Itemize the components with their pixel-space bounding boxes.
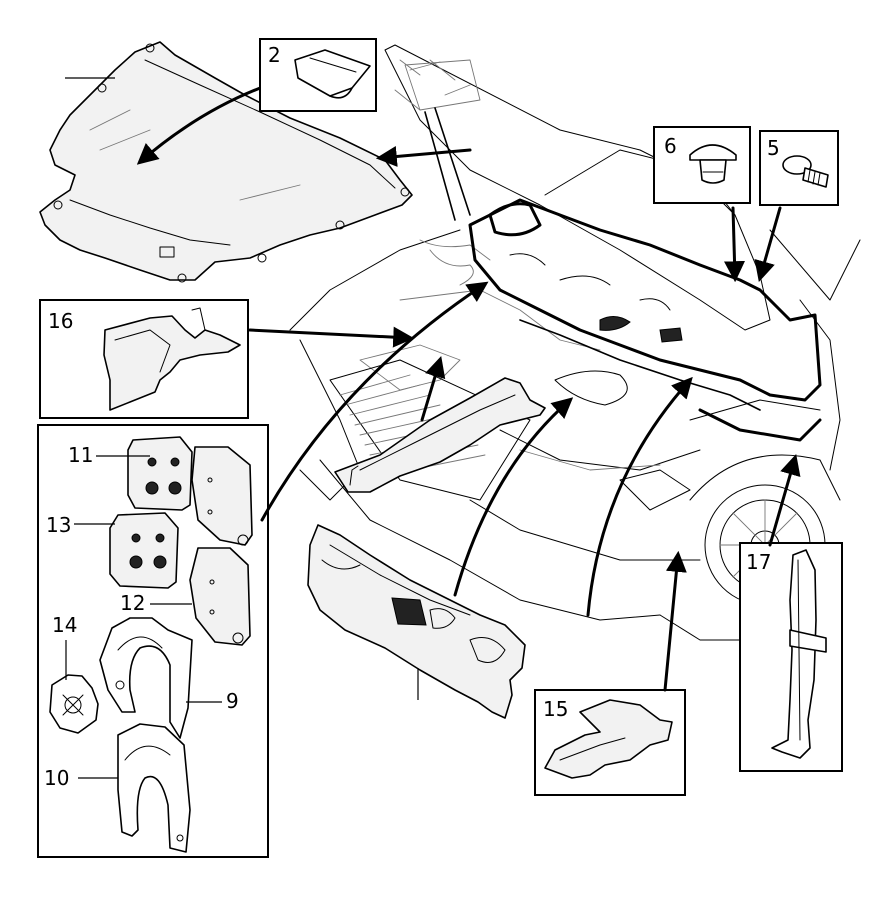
firewall-insulation-exploded xyxy=(307,524,526,719)
air-intake-duct xyxy=(334,377,546,493)
arrow-duct xyxy=(420,355,446,422)
arrow-17 xyxy=(768,453,801,547)
insulation-pad-13-icon xyxy=(109,512,179,589)
seal-strip-17-icon xyxy=(771,549,817,759)
arrow-firewall xyxy=(453,397,574,597)
callout-15: 15 xyxy=(543,697,568,721)
callout-5: 5 xyxy=(767,136,780,160)
callout-12: 12 xyxy=(120,591,145,615)
part-17-box: 17 xyxy=(739,542,843,772)
air-duct-15-icon xyxy=(544,699,673,779)
arrow-duct-right xyxy=(586,376,693,617)
callout-17: 17 xyxy=(746,550,771,574)
callout-10: 10 xyxy=(44,766,69,790)
insulation-pad-12-icon xyxy=(189,547,251,646)
part-2-box: 2 xyxy=(259,38,377,112)
part-5-box: 5 xyxy=(759,130,839,206)
arrow-15 xyxy=(663,550,687,692)
callout-13: 13 xyxy=(46,513,71,537)
callout-2: 2 xyxy=(268,43,281,67)
part-15-box: 15 xyxy=(534,689,686,796)
push-rivet-icon xyxy=(689,144,737,161)
air-duct-16-icon xyxy=(103,315,241,411)
callout-9: 9 xyxy=(226,689,239,713)
callout-14: 14 xyxy=(52,613,77,637)
part-6-box: 6 xyxy=(653,126,751,204)
callout-16: 16 xyxy=(48,309,73,333)
insulation-pad-11-icon xyxy=(127,436,193,511)
firewall-insulation-installed xyxy=(468,198,822,442)
parts-9-14-box: 11 13 12 9 14 10 xyxy=(37,424,269,858)
arrow-hood xyxy=(375,146,472,167)
part-16-box: 16 xyxy=(39,299,249,419)
arrow-9-14 xyxy=(260,281,489,522)
arrow-16 xyxy=(248,326,415,348)
bracket-10-icon xyxy=(117,723,191,853)
arrow-6 xyxy=(724,206,746,283)
callout-6: 6 xyxy=(664,134,677,158)
bracket-9-icon xyxy=(99,617,193,739)
arrow-5 xyxy=(754,206,782,283)
hood-insulation-pad xyxy=(39,41,413,283)
arrow-clip-to-pad xyxy=(136,83,270,165)
callout-11: 11 xyxy=(68,443,93,467)
